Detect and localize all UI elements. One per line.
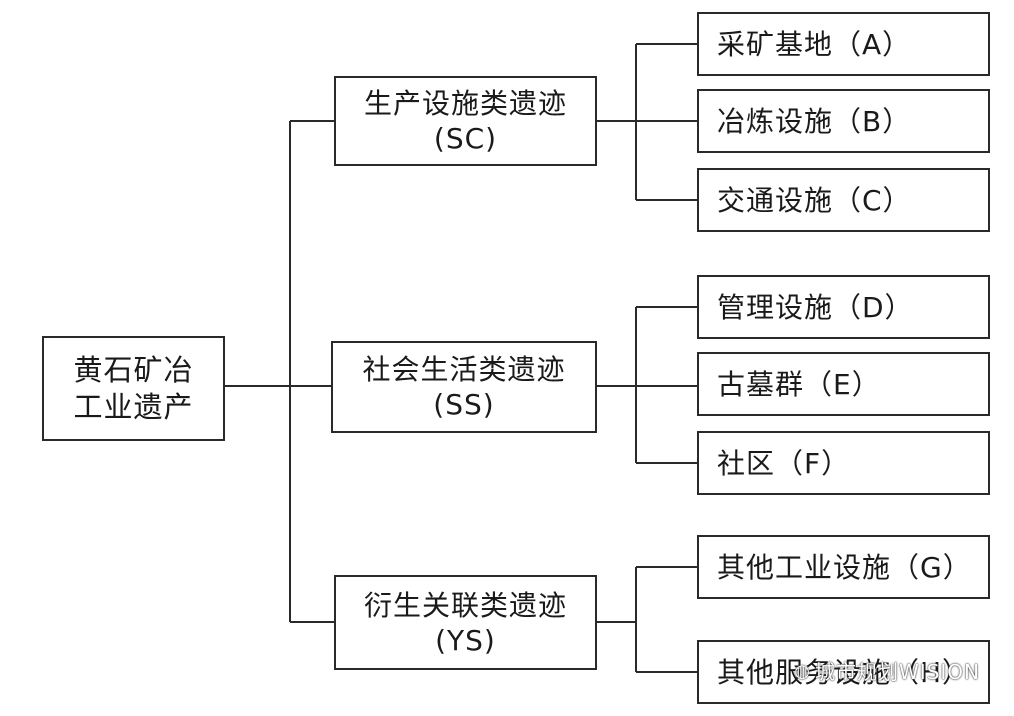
leaf-label: 社区（F） [717, 446, 851, 480]
category-name: 社会生活类遗迹 [362, 353, 566, 386]
leaf-node-b: 冶炼设施（B） [697, 89, 990, 153]
leaf-label: 其他工业设施（G） [717, 550, 972, 584]
watermark-text: 城市规划WISION [815, 659, 980, 684]
category-node-ss: 社会生活类遗迹 (SS) [331, 341, 597, 433]
leaf-label: 其他服务设施（H） [717, 655, 972, 689]
category-code: (SS) [433, 388, 495, 421]
category-code: (YS) [435, 623, 496, 657]
leaf-label: 交通设施（C） [717, 183, 912, 217]
leaf-label: 冶炼设施（B） [717, 104, 912, 138]
leaf-node-c: 交通设施（C） [697, 168, 990, 232]
leaf-node-a: 采矿基地（A） [697, 12, 990, 76]
category-code: (SC) [433, 122, 498, 155]
leaf-label: 采矿基地（A） [717, 27, 912, 61]
category-node-ys: 衍生关联类遗迹 (YS) [334, 575, 597, 670]
leaf-node-f: 社区（F） [697, 431, 990, 495]
leaf-node-e: 古墓群（E） [697, 352, 990, 416]
root-line1: 黄石矿冶 [73, 353, 194, 388]
leaf-label: 古墓群（E） [717, 367, 881, 401]
watermark: ◍ 城市规划WISION [699, 642, 988, 702]
wechat-icon: ◍ [794, 660, 812, 682]
category-name: 生产设施类遗迹 [363, 87, 567, 120]
category-name: 衍生关联类遗迹 [363, 588, 567, 622]
leaf-node-h: 其他服务设施（H） ◍ 城市规划WISION [697, 640, 990, 704]
root-line2: 工业遗产 [73, 389, 194, 424]
category-node-sc: 生产设施类遗迹 (SC) [334, 76, 597, 166]
leaf-node-g: 其他工业设施（G） [697, 535, 990, 599]
leaf-label: 管理设施（D） [717, 290, 914, 324]
root-node: 黄石矿冶 工业遗产 [42, 336, 225, 441]
leaf-node-d: 管理设施（D） [697, 275, 990, 339]
